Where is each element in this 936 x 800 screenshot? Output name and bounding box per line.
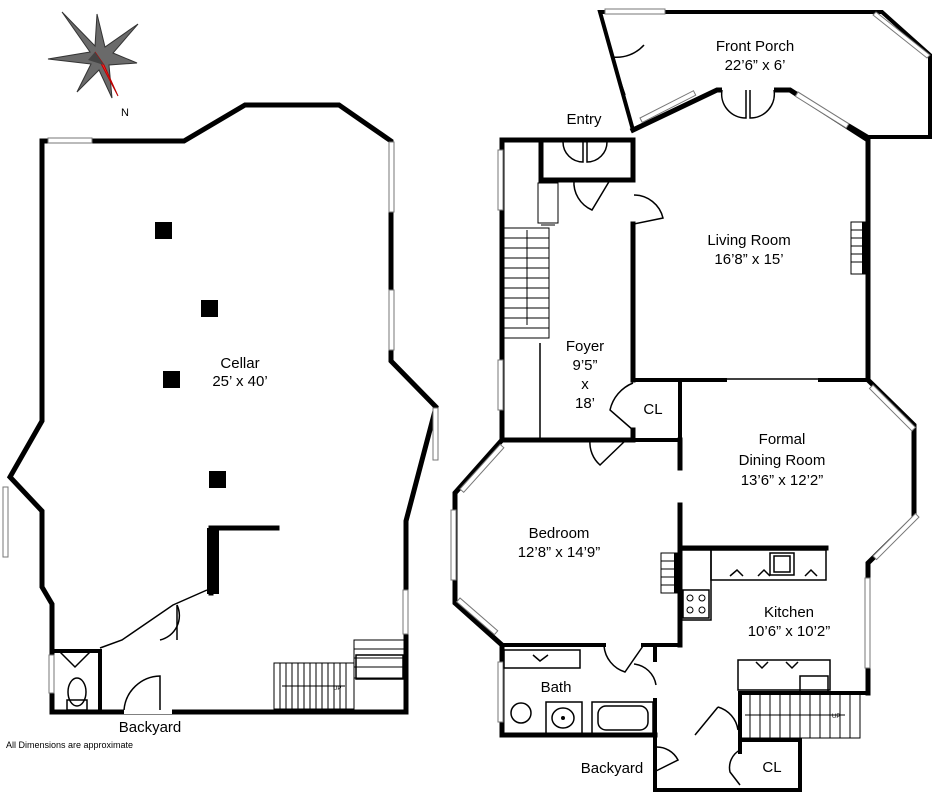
back-stairs: UP xyxy=(739,692,861,739)
foyer-closet-name: CL xyxy=(643,401,662,418)
living-room-size: 16’8” x 15’ xyxy=(714,251,783,268)
kitchen-size: 10’6” x 10’2” xyxy=(748,623,831,640)
window xyxy=(872,512,920,561)
cellar-plan: UP Cellar 25’ x 40’ Backyard xyxy=(2,102,439,736)
main-backyard-label: Backyard xyxy=(581,760,644,777)
cellar-name: Cellar xyxy=(220,355,259,372)
foyer-size-x: x xyxy=(581,376,589,393)
bath-name: Bath xyxy=(541,679,572,696)
cellar-stairs: UP xyxy=(273,639,405,710)
cellar-window xyxy=(388,141,395,213)
entry-name: Entry xyxy=(566,111,602,128)
foyer-size-length: 18’ xyxy=(575,395,595,412)
bedroom-name: Bedroom xyxy=(529,525,590,542)
formal-dining-name-2: Dining Room xyxy=(739,452,826,469)
compass-icon: N xyxy=(47,11,139,119)
window xyxy=(497,359,504,411)
compass-north-label: N xyxy=(121,107,129,119)
window xyxy=(794,91,850,129)
foyer-size-width: 9’5” xyxy=(572,357,597,374)
window xyxy=(459,443,505,494)
window xyxy=(450,509,457,581)
porch-window xyxy=(604,8,666,15)
cellar-stair-label: UP xyxy=(333,686,341,692)
cellar-window xyxy=(47,137,93,144)
bedroom-size: 12’8” x 14’9” xyxy=(518,544,601,561)
window xyxy=(497,149,504,211)
foyer-name: Foyer xyxy=(566,338,604,355)
formal-dining-name-1: Formal xyxy=(759,431,806,448)
window xyxy=(864,577,871,669)
cellar-window xyxy=(432,407,439,461)
foyer-stairs xyxy=(503,182,559,438)
back-closet-name: CL xyxy=(762,759,781,776)
formal-dining-size: 13’6” x 12’2” xyxy=(741,472,824,489)
cellar-column xyxy=(209,471,226,488)
cellar-column xyxy=(155,222,172,239)
window xyxy=(456,597,499,636)
front-porch-name: Front Porch xyxy=(716,38,794,55)
dimensions-footnote: All Dimensions are approximate xyxy=(6,740,133,750)
window xyxy=(868,384,917,432)
living-room-name: Living Room xyxy=(707,232,790,249)
kitchen-name: Kitchen xyxy=(764,604,814,621)
front-porch-size: 22’6” x 6’ xyxy=(725,57,786,74)
cellar-window xyxy=(402,589,409,635)
cellar-window xyxy=(2,486,9,558)
window xyxy=(639,90,697,124)
cellar-size: 25’ x 40’ xyxy=(212,373,267,390)
cellar-column xyxy=(163,371,180,388)
main-floor-plan: UP Front Porch 22’6” x 6’ Entry Living R… xyxy=(450,8,932,792)
cellar-column xyxy=(201,300,218,317)
porch-window xyxy=(872,11,931,59)
cellar-window xyxy=(388,289,395,351)
cellar-window xyxy=(48,654,55,694)
cellar-backyard-label: Backyard xyxy=(119,719,182,736)
window xyxy=(497,661,504,723)
back-stair-label: UP xyxy=(832,714,840,720)
